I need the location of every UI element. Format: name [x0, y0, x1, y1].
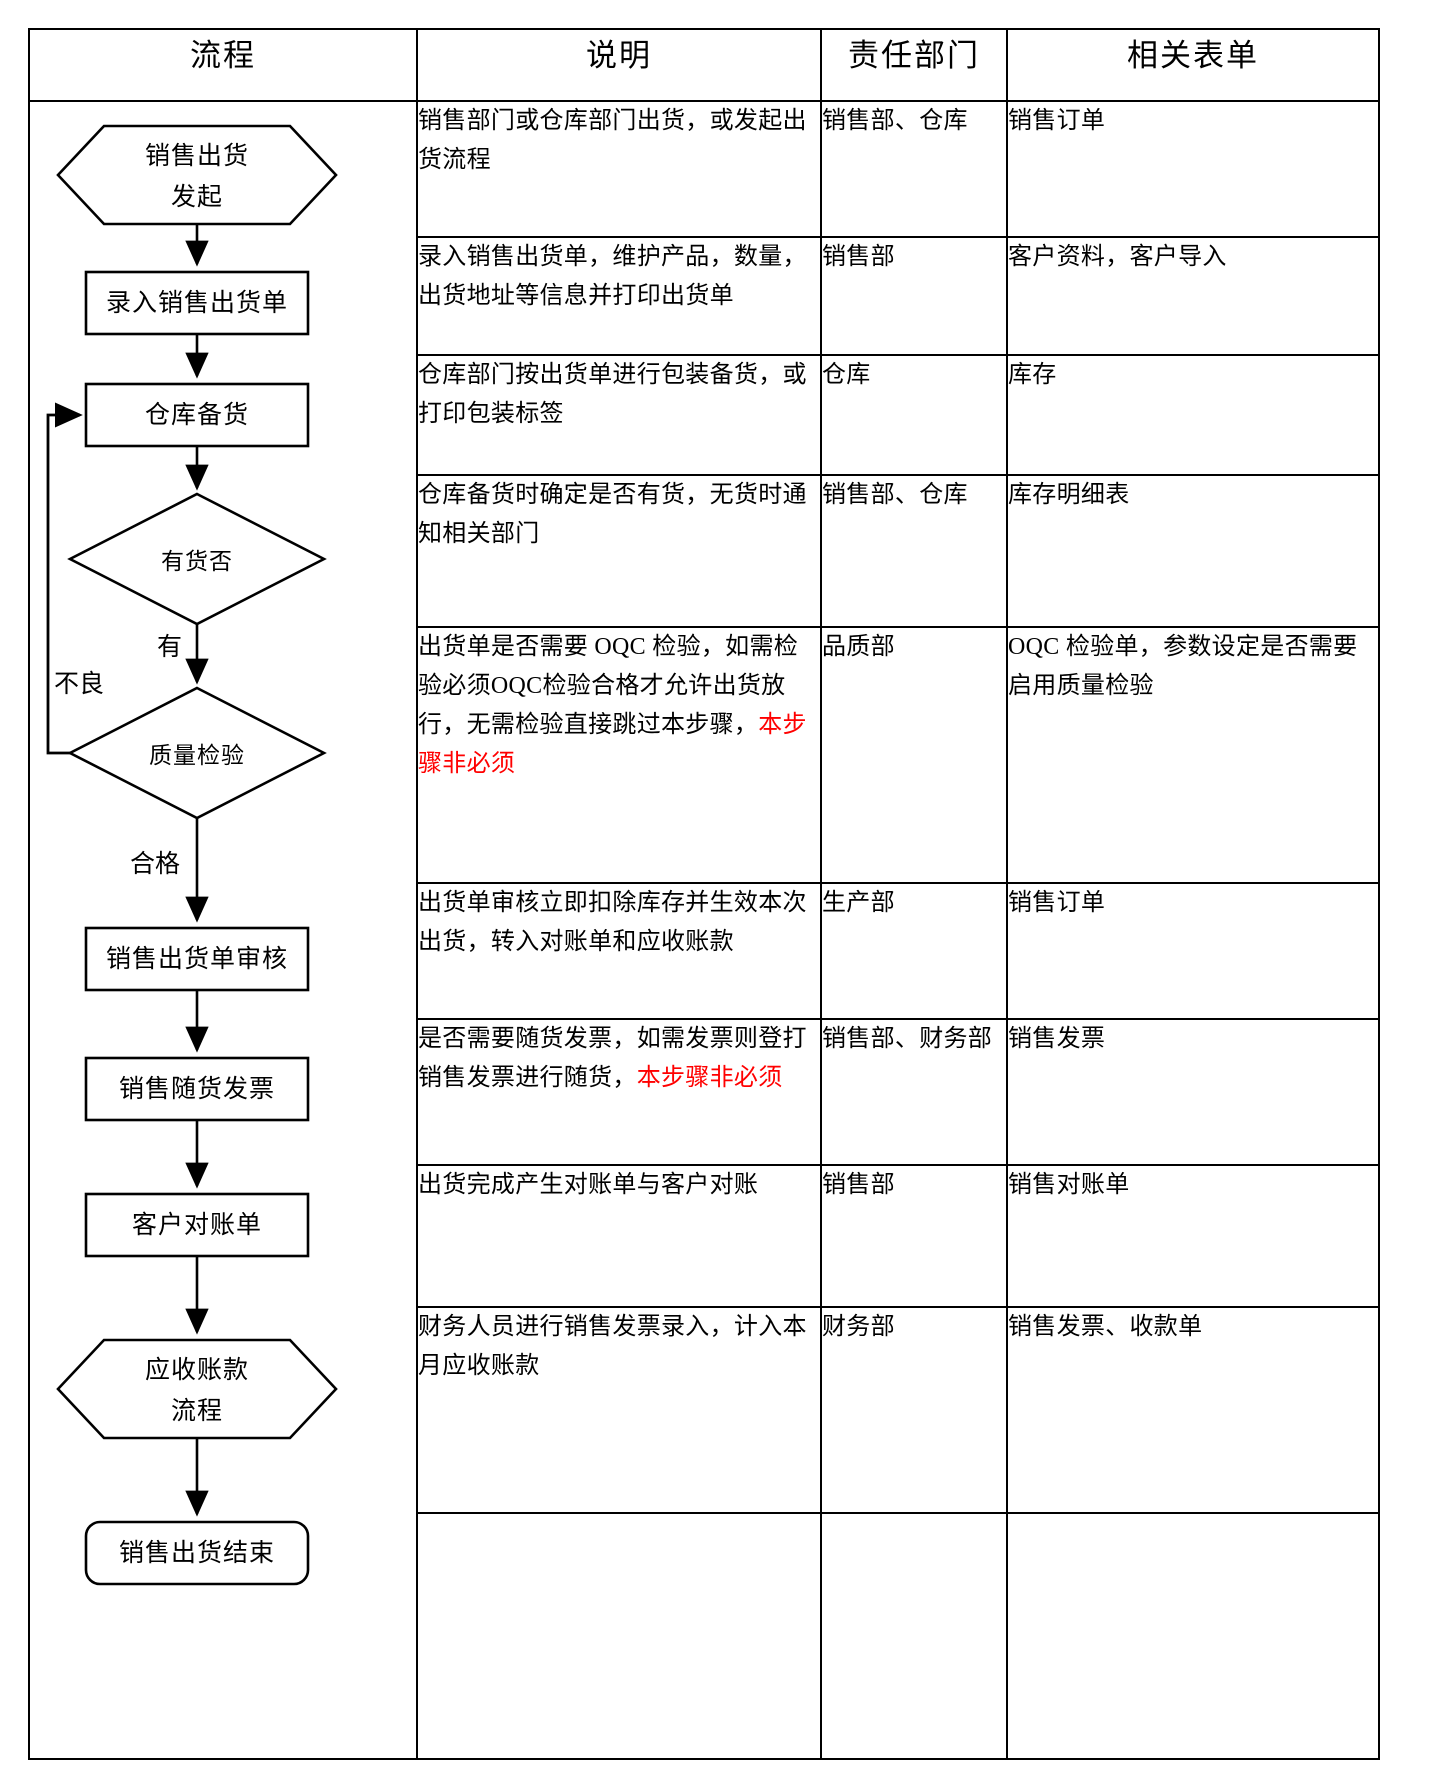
desc-plain: 仓库部门按出货单进行包装备货，或打印包装标签 — [418, 362, 807, 427]
row-department: 销售部、仓库 — [820, 474, 1008, 628]
table-row: 销售出货 发起 录入销售出货单 仓库备货 — [28, 100, 1380, 1760]
row-description: 仓库部门按出货单进行包装备货，或打印包装标签 — [416, 354, 822, 476]
node-invoice-label: 销售随货发票 — [119, 1075, 275, 1103]
node-invoice: 销售随货发票 — [84, 1056, 310, 1122]
row-department: 销售部 — [820, 236, 1008, 356]
edge-label-defective: 不良 — [54, 670, 104, 698]
node-receivable-label-line1: 应收账款 — [145, 1356, 249, 1384]
row-form: 库存明细表 — [1006, 474, 1380, 628]
node-start: 销售出货 发起 — [56, 124, 338, 226]
row-department: 财务部 — [820, 1306, 1008, 1514]
node-entry-label: 录入销售出货单 — [106, 289, 288, 317]
row-description: 销售部门或仓库部门出货，或发起出货流程 — [416, 100, 822, 238]
row-form: 销售订单 — [1006, 882, 1380, 1020]
desc-plain: 是否需要随货发票，如需发票则登打销售发票进行随货， — [418, 1026, 807, 1091]
desc-red: 本步骤非必须 — [418, 711, 807, 777]
table-row — [29, 1512, 1380, 1760]
desc-plain: 出货完成产生对账单与客户对账 — [418, 1172, 759, 1198]
row-description: 财务人员进行销售发票录入，计入本月应收账款 — [416, 1306, 822, 1514]
node-statement: 客户对账单 — [84, 1192, 310, 1258]
desc-plain: 销售部门或仓库部门出货，或发起出货流程 — [418, 108, 807, 173]
node-audit-label: 销售出货单审核 — [106, 945, 288, 973]
row-description: 录入销售出货单，维护产品，数量，出货地址等信息并打印出货单 — [416, 236, 822, 356]
node-has-stock-label: 有货否 — [161, 549, 233, 574]
node-quality-check-label: 质量检验 — [149, 743, 245, 768]
table-row: 仓库备货时确定是否有货，无货时通知相关部门 销售部、仓库 库存明细表 — [29, 474, 1380, 628]
node-quality-check: 质量检验 — [67, 686, 327, 820]
row-form: 库存 — [1006, 354, 1380, 476]
node-statement-label: 客户对账单 — [132, 1211, 262, 1239]
row-form: 销售发票、收款单 — [1006, 1306, 1380, 1514]
table-row: 仓库部门按出货单进行包装备货，或打印包装标签 仓库 库存 — [29, 354, 1380, 476]
node-end-label: 销售出货结束 — [119, 1539, 275, 1567]
flowchart-document: 流程 说明 责任部门 相关表单 — [28, 28, 1380, 1760]
row-department: 生产部 — [820, 882, 1008, 1020]
node-receivable: 应收账款 流程 — [56, 1338, 338, 1440]
node-audit: 销售出货单审核 — [84, 926, 310, 992]
node-prepare-label: 仓库备货 — [145, 401, 249, 429]
process-flow-table: 流程 说明 责任部门 相关表单 — [28, 28, 1380, 1760]
edge-label-has-stock-yes: 有 — [157, 633, 182, 661]
row-description: 出货单审核立即扣除库存并生效本次出货，转入对账单和应收账款 — [416, 882, 822, 1020]
row-form: 销售对账单 — [1006, 1164, 1380, 1308]
row-description — [416, 1512, 822, 1760]
row-department — [820, 1512, 1008, 1760]
table-row: 财务人员进行销售发票录入，计入本月应收账款 财务部 销售发票、收款单 — [29, 1306, 1380, 1514]
row-department: 销售部、财务部 — [820, 1018, 1008, 1166]
edge-defective-loop — [46, 402, 83, 755]
row-department: 销售部 — [820, 1164, 1008, 1308]
desc-plain: 出货单是否需要 OQC 检验，如需检验必须OQC检验合格才允许出货放行，无需检验… — [418, 634, 799, 738]
row-description: 出货单是否需要 OQC 检验，如需检验必须OQC检验合格才允许出货放行，无需检验… — [416, 626, 822, 884]
node-end: 销售出货结束 — [84, 1520, 310, 1586]
desc-red: 本步骤非必须 — [636, 1064, 783, 1091]
row-form: 客户资料，客户导入 — [1006, 236, 1380, 356]
row-description: 出货完成产生对账单与客户对账 — [416, 1164, 822, 1308]
row-department: 仓库 — [820, 354, 1008, 476]
node-start-label-line1: 销售出货 — [145, 142, 249, 170]
table-row: 出货单审核立即扣除库存并生效本次出货，转入对账单和应收账款 生产部 销售订单 — [29, 882, 1380, 1020]
row-description: 是否需要随货发票，如需发票则登打销售发票进行随货，本步骤非必须 — [416, 1018, 822, 1166]
node-entry: 录入销售出货单 — [84, 270, 310, 336]
table-row: 出货单是否需要 OQC 检验，如需检验必须OQC检验合格才允许出货放行，无需检验… — [29, 626, 1380, 884]
node-prepare: 仓库备货 — [84, 382, 310, 448]
table-row: 是否需要随货发票，如需发票则登打销售发票进行随货，本步骤非必须 销售部、财务部 … — [29, 1018, 1380, 1166]
node-receivable-label-line2: 流程 — [171, 1397, 223, 1425]
desc-plain: 出货单审核立即扣除库存并生效本次出货，转入对账单和应收账款 — [418, 890, 807, 955]
row-form: OQC 检验单，参数设定是否需要启用质量检验 — [1006, 626, 1380, 884]
table-row: 录入销售出货单，维护产品，数量，出货地址等信息并打印出货单 销售部 客户资料，客… — [29, 236, 1380, 356]
desc-plain: 财务人员进行销售发票录入，计入本月应收账款 — [418, 1314, 807, 1379]
column-header-description: 说明 — [416, 28, 822, 102]
desc-plain: 录入销售出货单，维护产品，数量，出货地址等信息并打印出货单 — [418, 244, 807, 309]
row-department: 销售部、仓库 — [820, 100, 1008, 238]
flowchart-diagram: 销售出货 发起 录入销售出货单 仓库备货 — [28, 100, 418, 1760]
node-has-stock: 有货否 — [67, 492, 327, 626]
row-form: 销售订单 — [1006, 100, 1380, 238]
table-header-row: 流程 说明 责任部门 相关表单 — [28, 28, 1380, 102]
node-start-label-line2: 发起 — [171, 183, 223, 211]
row-form — [1006, 1512, 1380, 1760]
row-description: 仓库备货时确定是否有货，无货时通知相关部门 — [416, 474, 822, 628]
column-header-form: 相关表单 — [1006, 28, 1380, 102]
column-header-department: 责任部门 — [820, 28, 1008, 102]
table-row: 出货完成产生对账单与客户对账 销售部 销售对账单 — [29, 1164, 1380, 1308]
edge-label-qualified: 合格 — [130, 850, 180, 878]
desc-plain: 仓库备货时确定是否有货，无货时通知相关部门 — [418, 482, 807, 547]
column-header-flow: 流程 — [28, 28, 418, 102]
row-form: 销售发票 — [1006, 1018, 1380, 1166]
row-department: 品质部 — [820, 626, 1008, 884]
